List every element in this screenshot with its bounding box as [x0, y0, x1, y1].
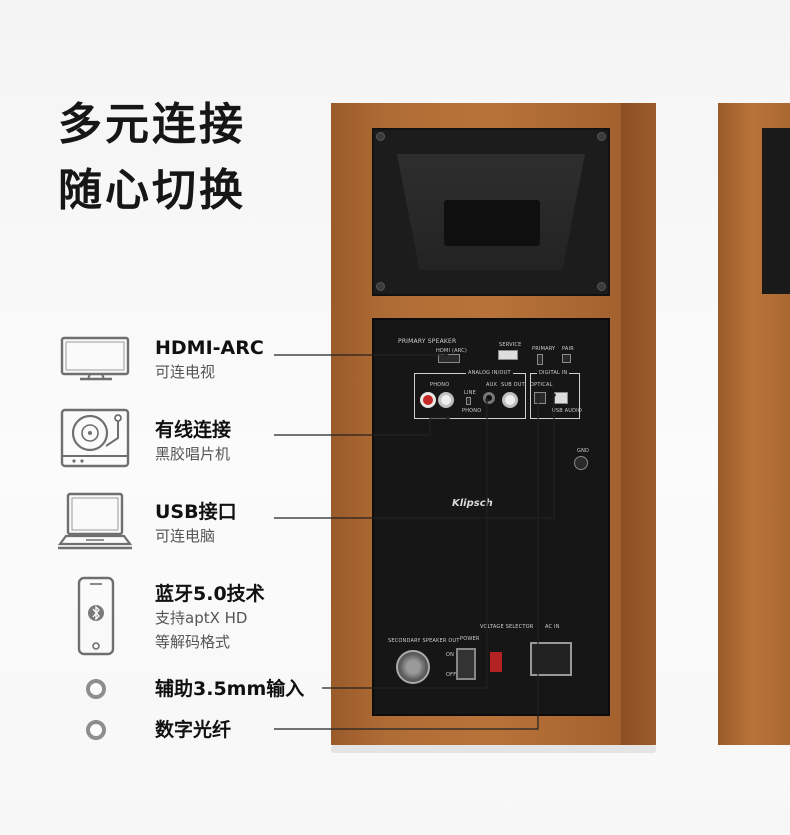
- ac-inlet: [530, 642, 572, 676]
- speaker-side: [621, 103, 656, 745]
- secondary-speaker-connector: [396, 650, 430, 684]
- phono-right-jack: [420, 392, 436, 408]
- ring-icon-aux: [86, 679, 106, 699]
- feature-hdmi-arc: HDMI-ARC 可连电视: [155, 336, 264, 384]
- feature-subtitle: 黑胶唱片机: [155, 445, 231, 463]
- label-sub-out: SUB OUT: [501, 382, 525, 388]
- screw-icon: [597, 282, 606, 291]
- label-gnd: GND: [577, 448, 590, 454]
- label-voltage-selector: VOLTAGE SELECTOR: [480, 624, 534, 630]
- speaker-shadow: [331, 745, 656, 753]
- rear-panel: PRIMARY SPEAKER HDMI (ARC) SERVICE PRIMA…: [372, 318, 610, 716]
- label-on: ON: [446, 652, 455, 658]
- label-primary: PRIMARY: [532, 346, 556, 352]
- headline-line-1: 多元连接: [58, 99, 246, 150]
- feature-aux: 辅助3.5mm输入: [155, 677, 304, 701]
- label-power: POWER: [460, 636, 480, 642]
- phono-left-jack: [438, 392, 454, 408]
- feature-subtitle: 可连电视: [155, 363, 216, 381]
- voltage-selector-switch: [490, 652, 502, 672]
- pair-button: [562, 354, 571, 363]
- label-primary-speaker: PRIMARY SPEAKER: [398, 338, 457, 345]
- bluetooth-phone-icon: [77, 576, 115, 656]
- feature-optical: 数字光纤: [155, 718, 231, 742]
- usb-audio-port: [554, 392, 568, 404]
- feature-subtitle-2: 等解码格式: [155, 633, 231, 651]
- aux-jack: [483, 392, 495, 404]
- feature-title: 辅助3.5mm输入: [155, 678, 305, 700]
- secondary-speaker-horn: [762, 128, 790, 294]
- label-analog-inout: ANALOG IN/OUT: [466, 370, 513, 376]
- screw-icon: [376, 132, 385, 141]
- laptop-icon: [57, 492, 133, 550]
- line-phono-switch: [466, 397, 471, 405]
- ring-icon-optical: [86, 720, 106, 740]
- feature-bluetooth: 蓝牙5.0技术 支持aptX HD 等解码格式: [155, 582, 265, 654]
- turntable-icon: [60, 408, 130, 468]
- hdmi-port: [438, 354, 460, 363]
- service-usb-port: [498, 350, 518, 360]
- label-off: OFF: [446, 672, 457, 678]
- label-secondary-speaker-out: SECONDARY SPEAKER OUT: [388, 638, 460, 644]
- label-usb-audio: USB AUDIO: [552, 408, 582, 414]
- screw-icon: [597, 132, 606, 141]
- label-line: LINE: [464, 390, 476, 396]
- label-phono: PHONO: [430, 382, 450, 388]
- feature-usb: USB接口 可连电脑: [155, 500, 237, 548]
- feature-title: 有线连接: [155, 419, 232, 441]
- feature-subtitle: 支持aptX HD: [155, 609, 248, 627]
- label-phono-small: PHONO: [462, 408, 482, 414]
- label-service: SERVICE: [499, 342, 522, 348]
- feature-title: 数字光纤: [155, 719, 232, 741]
- headline-line-2: 随心切换: [58, 165, 246, 216]
- feature-subtitle: 可连电脑: [155, 527, 216, 545]
- feature-title: USB接口: [155, 501, 237, 523]
- screw-icon: [376, 282, 385, 291]
- feature-wired: 有线连接 黑胶唱片机: [155, 418, 231, 466]
- power-switch: [456, 648, 476, 680]
- feature-title: 蓝牙5.0技术: [155, 583, 265, 605]
- gnd-terminal: [574, 456, 588, 470]
- label-optical: OPTICAL: [530, 382, 553, 388]
- primary-switch: [537, 354, 543, 365]
- label-hdmi-arc: HDMI (ARC): [436, 348, 468, 354]
- horn-throat: [444, 200, 540, 246]
- label-aux: AUX: [486, 382, 498, 388]
- brand-logo: Klipsch: [452, 498, 493, 509]
- label-digital-in: DIGITAL IN: [537, 370, 570, 376]
- sub-out-jack: [502, 392, 518, 408]
- label-ac-in: AC IN: [545, 624, 560, 630]
- label-pair: PAIR: [562, 346, 574, 352]
- headline: 多元连接 随心切换: [58, 92, 246, 224]
- optical-port: [534, 392, 546, 404]
- feature-title: HDMI-ARC: [155, 337, 264, 359]
- tv-icon: [60, 336, 130, 381]
- tweeter-horn: [372, 128, 610, 296]
